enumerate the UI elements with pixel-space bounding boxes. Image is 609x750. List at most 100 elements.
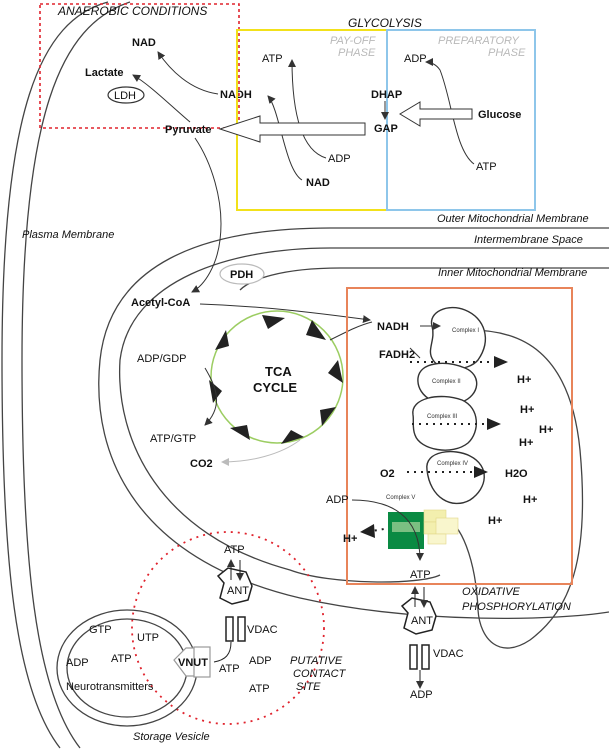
pyruvate-label: Pyruvate xyxy=(165,124,211,136)
pdh-label: PDH xyxy=(230,269,253,281)
plasma-membrane-inner xyxy=(21,1,131,749)
tca-title-line2: CYCLE xyxy=(253,380,297,395)
atp-gtp-label: ATP/GTP xyxy=(150,433,196,445)
block-arrow-gap-to-pyruvate xyxy=(218,115,366,143)
putative-label-2: CONTACT xyxy=(293,668,347,680)
putative-label-3: SITE xyxy=(296,681,321,693)
vesicle-atp: ATP xyxy=(111,653,132,665)
storage-vesicle-label: Storage Vesicle xyxy=(133,731,210,743)
vnut-transporter xyxy=(173,646,211,678)
arrow-pyruvate-to-acetylcoa xyxy=(191,137,222,293)
left-atp-out: ATP xyxy=(219,663,240,675)
inner-membrane-label: Inner Mitochondrial Membrane xyxy=(438,267,587,279)
vdac-left-label: VDAC xyxy=(247,624,278,636)
putative-contact-site-circle xyxy=(131,531,325,725)
anaerobic-conditions-box xyxy=(39,3,240,129)
vdac-right xyxy=(409,644,430,670)
complex-v-atp: ATP xyxy=(410,569,431,581)
ldh-ellipse xyxy=(107,86,145,104)
svg-text:H+: H+ xyxy=(523,494,537,506)
oxidative-phosphorylation-box xyxy=(346,287,573,585)
anaerobic-nad: NAD xyxy=(132,37,156,49)
vesicle-utp: UTP xyxy=(137,632,159,644)
acetyl-coa-label: Acetyl-CoA xyxy=(131,297,190,309)
arrow-adpgdp-to-atpgtp xyxy=(204,367,218,426)
block-arrow-glucose-to-gap xyxy=(399,101,473,127)
complex-3-label: Complex III xyxy=(427,414,458,420)
vdac-left xyxy=(225,616,246,642)
inner-membrane-cristae xyxy=(239,267,609,291)
co2-label: CO2 xyxy=(190,458,213,470)
ldh-label: LDH xyxy=(114,90,136,102)
arrow-vdac-to-vnut xyxy=(213,641,232,663)
intermembrane-space-label: Intermembrane Space xyxy=(474,234,583,246)
arrow-acetylcoa-to-nadh xyxy=(199,303,371,324)
vdac-right-label: VDAC xyxy=(433,648,464,660)
glucose-label: Glucose xyxy=(478,109,521,121)
vesicle-adp: ADP xyxy=(66,657,89,669)
ant-left-label: ANT xyxy=(227,585,249,597)
payoff-phase-label-2: PHASE xyxy=(338,47,376,59)
tca-cycle-arrowheads xyxy=(209,315,343,444)
ant-right-label: ANT xyxy=(411,615,433,627)
complex-2-label: Complex II xyxy=(432,379,461,385)
svg-text:H+: H+ xyxy=(519,437,533,449)
svg-text:H+: H+ xyxy=(488,515,502,527)
payoff-nad: NAD xyxy=(306,177,330,189)
tca-cycle-ring xyxy=(210,310,344,444)
oxphos-label-1: OXIDATIVE xyxy=(462,586,521,598)
vesicle-neurotransmitters: Neurotransmitters xyxy=(66,681,154,693)
anaerobic-nadh: NADH xyxy=(220,89,252,101)
plasma-membrane-outer xyxy=(1,1,109,749)
complex-4-label: Complex IV xyxy=(437,461,468,467)
tca-title-line1: TCA xyxy=(265,364,292,379)
oxphos-label-2: PHOSPHORYLATION xyxy=(462,601,571,613)
prep-adp: ADP xyxy=(404,53,427,65)
complex-v-adp: ADP xyxy=(326,494,349,506)
svg-text:H+: H+ xyxy=(517,374,531,386)
complex-v-atp-synthase xyxy=(388,509,459,549)
arrow-atp-to-adp xyxy=(425,58,475,165)
arrow-adp-to-atp xyxy=(351,499,424,561)
pdh-ellipse xyxy=(219,263,265,285)
proton-transport-dotted-arrows xyxy=(371,361,495,532)
hplus-labels: H+ H+ H+ H+ H+ H+ H+ xyxy=(343,374,553,545)
arrow-nadh-to-nad xyxy=(157,51,219,95)
etc-complexes xyxy=(412,306,486,505)
preparatory-phase-box xyxy=(386,29,536,211)
prep-atp: ATP xyxy=(476,161,497,173)
complex-1-label: Complex I xyxy=(452,328,479,334)
payoff-adp: ADP xyxy=(328,153,351,165)
left-atp-out-2: ATP xyxy=(249,683,270,695)
preparatory-phase-label-1: PREPARATORY xyxy=(438,35,520,47)
gap-label: GAP xyxy=(374,123,398,135)
glycolysis-label: GLYCOLYSIS xyxy=(348,16,422,30)
outer-mitochondrial-membrane xyxy=(98,227,609,619)
outer-membrane-label: Outer Mitochondrial Membrane xyxy=(437,213,589,225)
etc-fadh2: FADH2 xyxy=(379,349,415,361)
adp-gdp-label: ADP/GDP xyxy=(137,353,187,365)
etc-h2o: H2O xyxy=(505,468,528,480)
etc-nadh: NADH xyxy=(377,321,409,333)
payoff-phase-label-1: PAY-OFF xyxy=(330,35,377,47)
inner-mitochondrial-membrane xyxy=(118,247,609,583)
arrow-tca-to-co2 xyxy=(221,439,301,466)
proton-arrowheads xyxy=(360,356,508,538)
vesicle-gtp: GTP xyxy=(89,624,112,636)
putative-label-1: PUTATIVE xyxy=(290,655,343,667)
left-adp-out: ADP xyxy=(249,655,272,667)
arrow-pyruvate-to-lactate xyxy=(132,74,191,123)
vnut-label: VNUT xyxy=(178,657,208,669)
complex-5-label: Complex V xyxy=(386,495,415,501)
vdac-right-adp: ADP xyxy=(410,689,433,701)
arrow-tca-to-nadh xyxy=(329,321,373,341)
dhap-label: DHAP xyxy=(371,89,402,101)
anaerobic-lactate: Lactate xyxy=(85,67,124,79)
ant-left-atp-label: ATP xyxy=(224,544,245,556)
anaerobic-conditions-label: ANAEROBIC CONDITIONS xyxy=(57,4,207,18)
etc-o2: O2 xyxy=(380,468,395,480)
arrow-nad-to-nadh xyxy=(267,95,303,181)
svg-text:H+: H+ xyxy=(520,404,534,416)
